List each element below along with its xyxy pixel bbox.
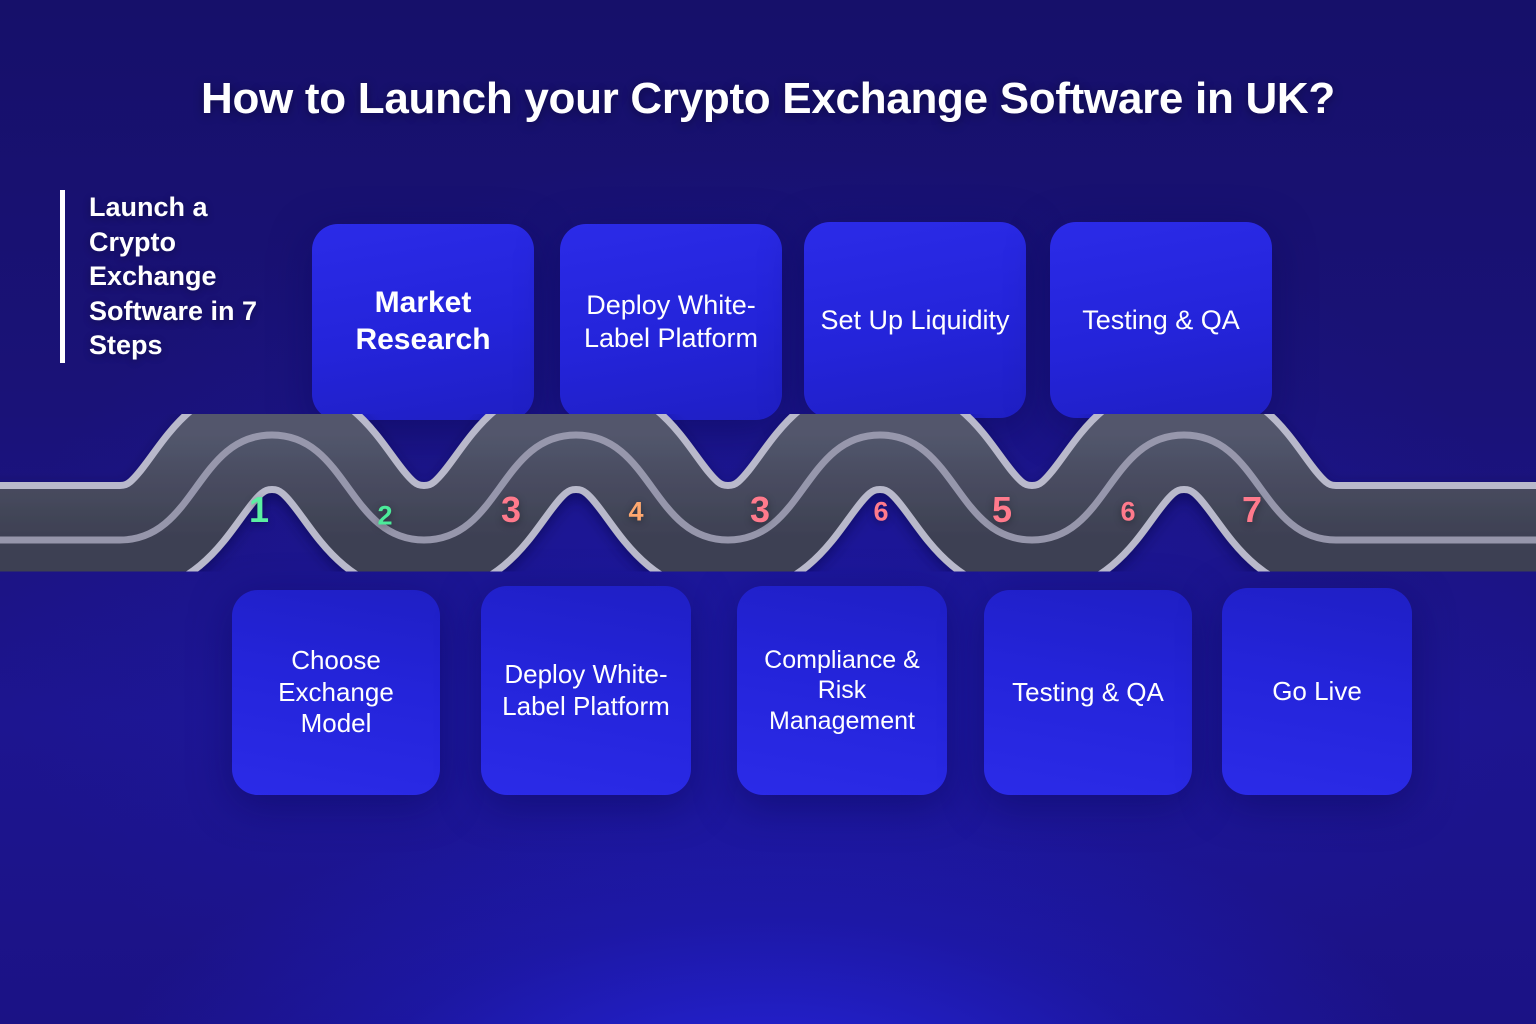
step-number-9: 7 bbox=[1241, 489, 1263, 530]
step-card-compliance-and-risk-management[interactable]: Compliance & Risk Management bbox=[737, 586, 947, 795]
step-card-label: Deploy White-Label Platform bbox=[502, 658, 670, 721]
step-number-4: 4 bbox=[628, 496, 644, 527]
step-card-choose-exchange-model[interactable]: Choose Exchange Model bbox=[232, 590, 440, 795]
step-card-label: Testing & QA bbox=[1082, 304, 1240, 335]
step-card-market-research[interactable]: Market Research bbox=[312, 224, 534, 420]
step-card-testing-and-qa-bottom[interactable]: Testing & QA bbox=[984, 590, 1192, 795]
step-number-2: 2 bbox=[377, 500, 393, 531]
step-card-go-live[interactable]: Go Live bbox=[1222, 588, 1412, 795]
page-title: How to Launch your Crypto Exchange Softw… bbox=[201, 74, 1335, 123]
step-card-label: Deploy White-Label Platform bbox=[583, 290, 759, 353]
step-card-deploy-white-label-platform-bottom[interactable]: Deploy White-Label Platform bbox=[481, 586, 691, 795]
step-card-label: Compliance & Risk Management bbox=[764, 645, 920, 735]
intro-heading: Launch a Crypto Exchange Software in 7 S… bbox=[60, 190, 295, 363]
step-number-3: 3 bbox=[500, 489, 522, 530]
step-card-label: Market Research bbox=[355, 286, 491, 356]
step-card-label: Go Live bbox=[1272, 675, 1362, 706]
step-number-5: 3 bbox=[749, 489, 771, 530]
step-card-testing-and-qa-top[interactable]: Testing & QA bbox=[1050, 222, 1272, 418]
step-card-deploy-white-label-platform-top[interactable]: Deploy White-Label Platform bbox=[560, 224, 782, 420]
step-card-label: Choose Exchange Model bbox=[278, 644, 394, 739]
step-number-1: 1 bbox=[248, 489, 270, 530]
step-card-set-up-liquidity[interactable]: Set Up Liquidity bbox=[804, 222, 1026, 418]
step-number-8: 6 bbox=[1120, 496, 1136, 527]
step-card-label: Testing & QA bbox=[1012, 676, 1164, 707]
step-number-7: 5 bbox=[991, 489, 1013, 530]
step-number-6: 6 bbox=[873, 496, 889, 527]
step-card-label: Set Up Liquidity bbox=[820, 304, 1010, 335]
